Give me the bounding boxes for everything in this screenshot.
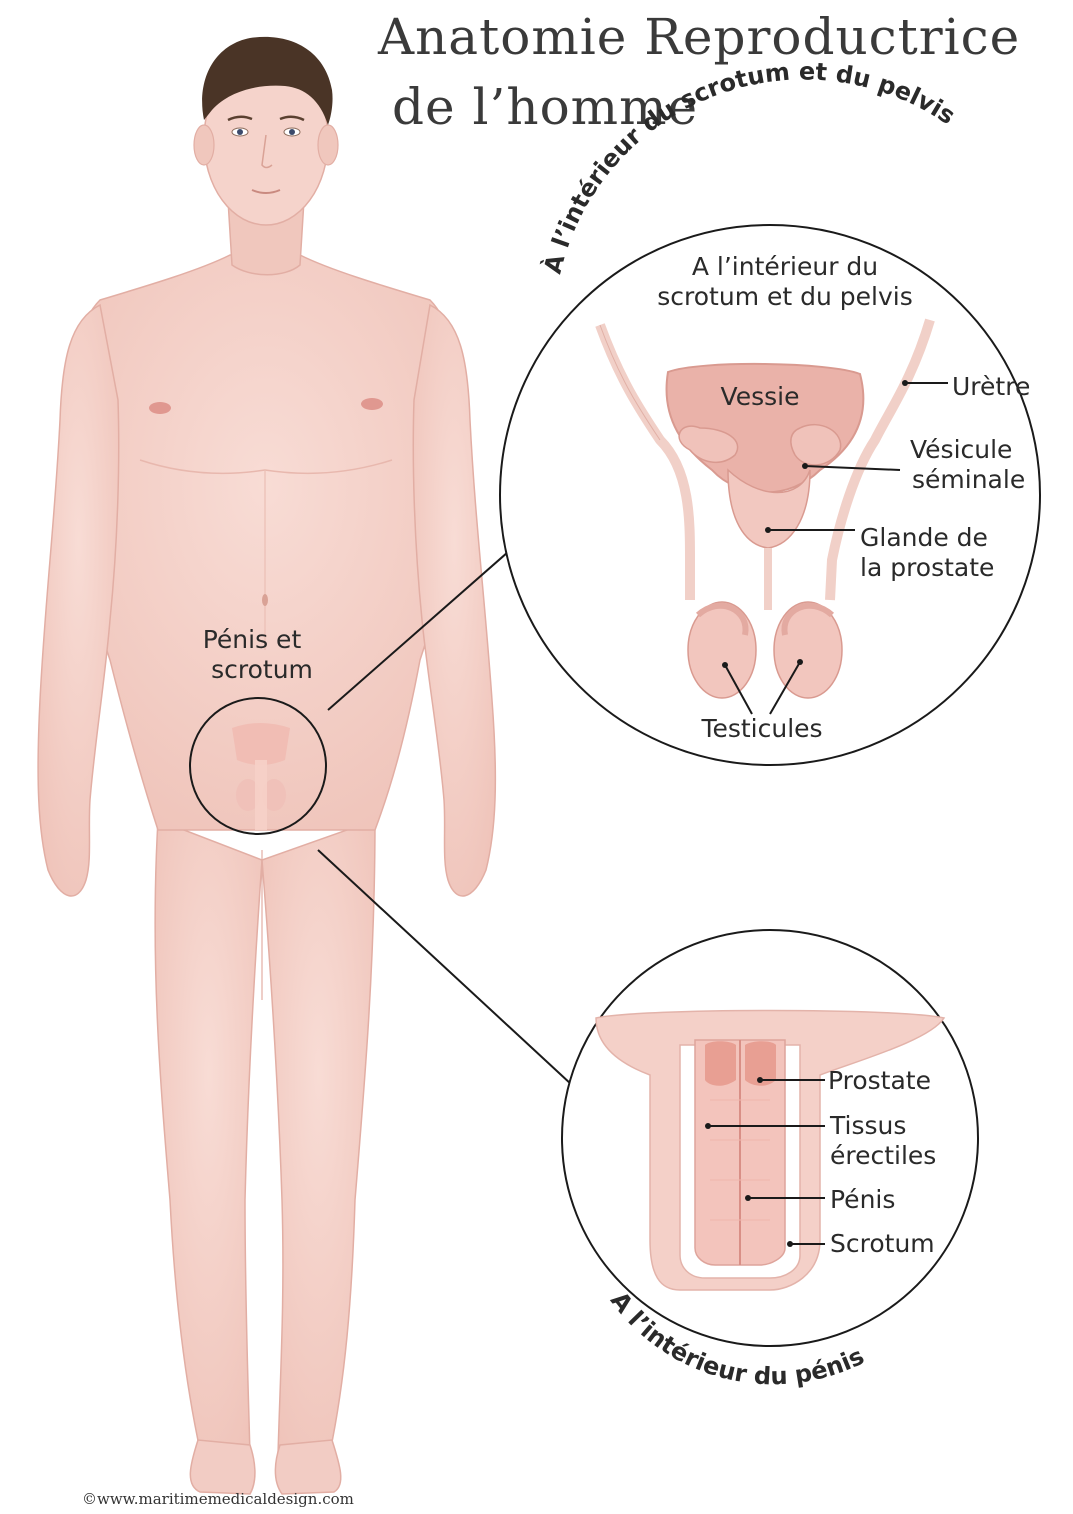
label-tissus-1: Tissus (829, 1111, 906, 1140)
body-label-2: scrotum (211, 655, 313, 684)
label-testicules: Testicules (700, 714, 822, 743)
testicle-left (688, 602, 756, 698)
label-vesicule-1: Vésicule (910, 435, 1012, 464)
label-penis: Pénis (830, 1185, 895, 1214)
label-glande-1: Glande de (860, 523, 988, 552)
label-tissus-2: érectiles (830, 1141, 936, 1170)
label-prostate: Prostate (828, 1066, 931, 1095)
body-label-1: Pénis et (203, 625, 302, 654)
copyright-text: ©www.maritimemedicaldesign.com (82, 1490, 354, 1508)
pelvis-heading-2: scrotum et du pelvis (657, 282, 913, 311)
pelvis-heading-1: A l’intérieur du (692, 252, 878, 281)
label-scrotum: Scrotum (830, 1229, 935, 1258)
label-glande-2: la prostate (860, 553, 994, 582)
label-uretre: Urètre (952, 372, 1030, 401)
label-vesicule-2: séminale (912, 465, 1025, 494)
label-vessie: Vessie (721, 382, 800, 411)
testicle-right (774, 602, 842, 698)
